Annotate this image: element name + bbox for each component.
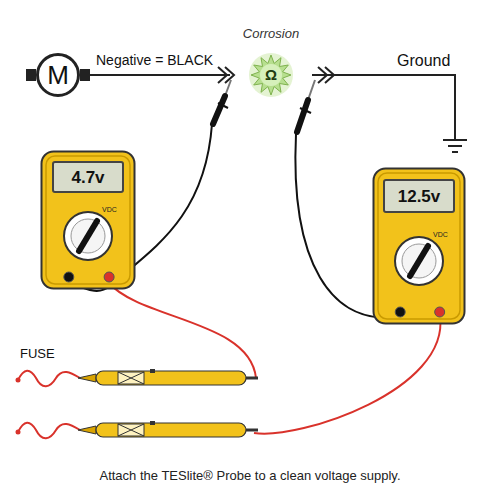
test-probe [297, 100, 308, 132]
test-probe [213, 96, 225, 124]
red-lead [108, 282, 256, 378]
teslite-probe [78, 369, 258, 385]
motor-letter: M [47, 62, 69, 88]
fuse-label: FUSE [20, 346, 55, 361]
multimeter: VDC 12.5v [372, 167, 466, 325]
caption: Attach the TESlite® Probe to a clean vol… [0, 468, 500, 484]
teslite-probe [78, 421, 258, 437]
ground-symbol [443, 140, 467, 152]
ground-wire [312, 75, 455, 140]
range-label: VDC [433, 231, 448, 239]
fuse-tip [16, 378, 21, 383]
multimeter: VDC 4.7v [40, 150, 136, 290]
wire [80, 74, 230, 76]
voltage-reading: 12.5v [398, 188, 441, 205]
meter-display: 12.5v [383, 179, 455, 213]
motor-symbol: M [36, 53, 80, 97]
fuse-lead [18, 423, 80, 439]
range-label: VDC [102, 206, 117, 214]
test-probe [218, 103, 228, 108]
meter-display: 4.7v [52, 161, 124, 193]
ground-label: Ground [397, 52, 450, 70]
wire-label: Negative = BLACK [94, 52, 215, 68]
red-lead [254, 316, 440, 434]
ohm-symbol: Ω [230, 66, 312, 84]
motor-brush [26, 69, 36, 81]
fuse-tip [16, 430, 21, 435]
test-probe [300, 108, 311, 113]
corrosion-spot: CorrosionΩ [230, 26, 312, 102]
fuse-lead [18, 371, 80, 387]
voltage-reading: 4.7v [71, 169, 104, 186]
corrosion-label: Corrosion [230, 26, 312, 41]
test-probe [308, 80, 315, 100]
